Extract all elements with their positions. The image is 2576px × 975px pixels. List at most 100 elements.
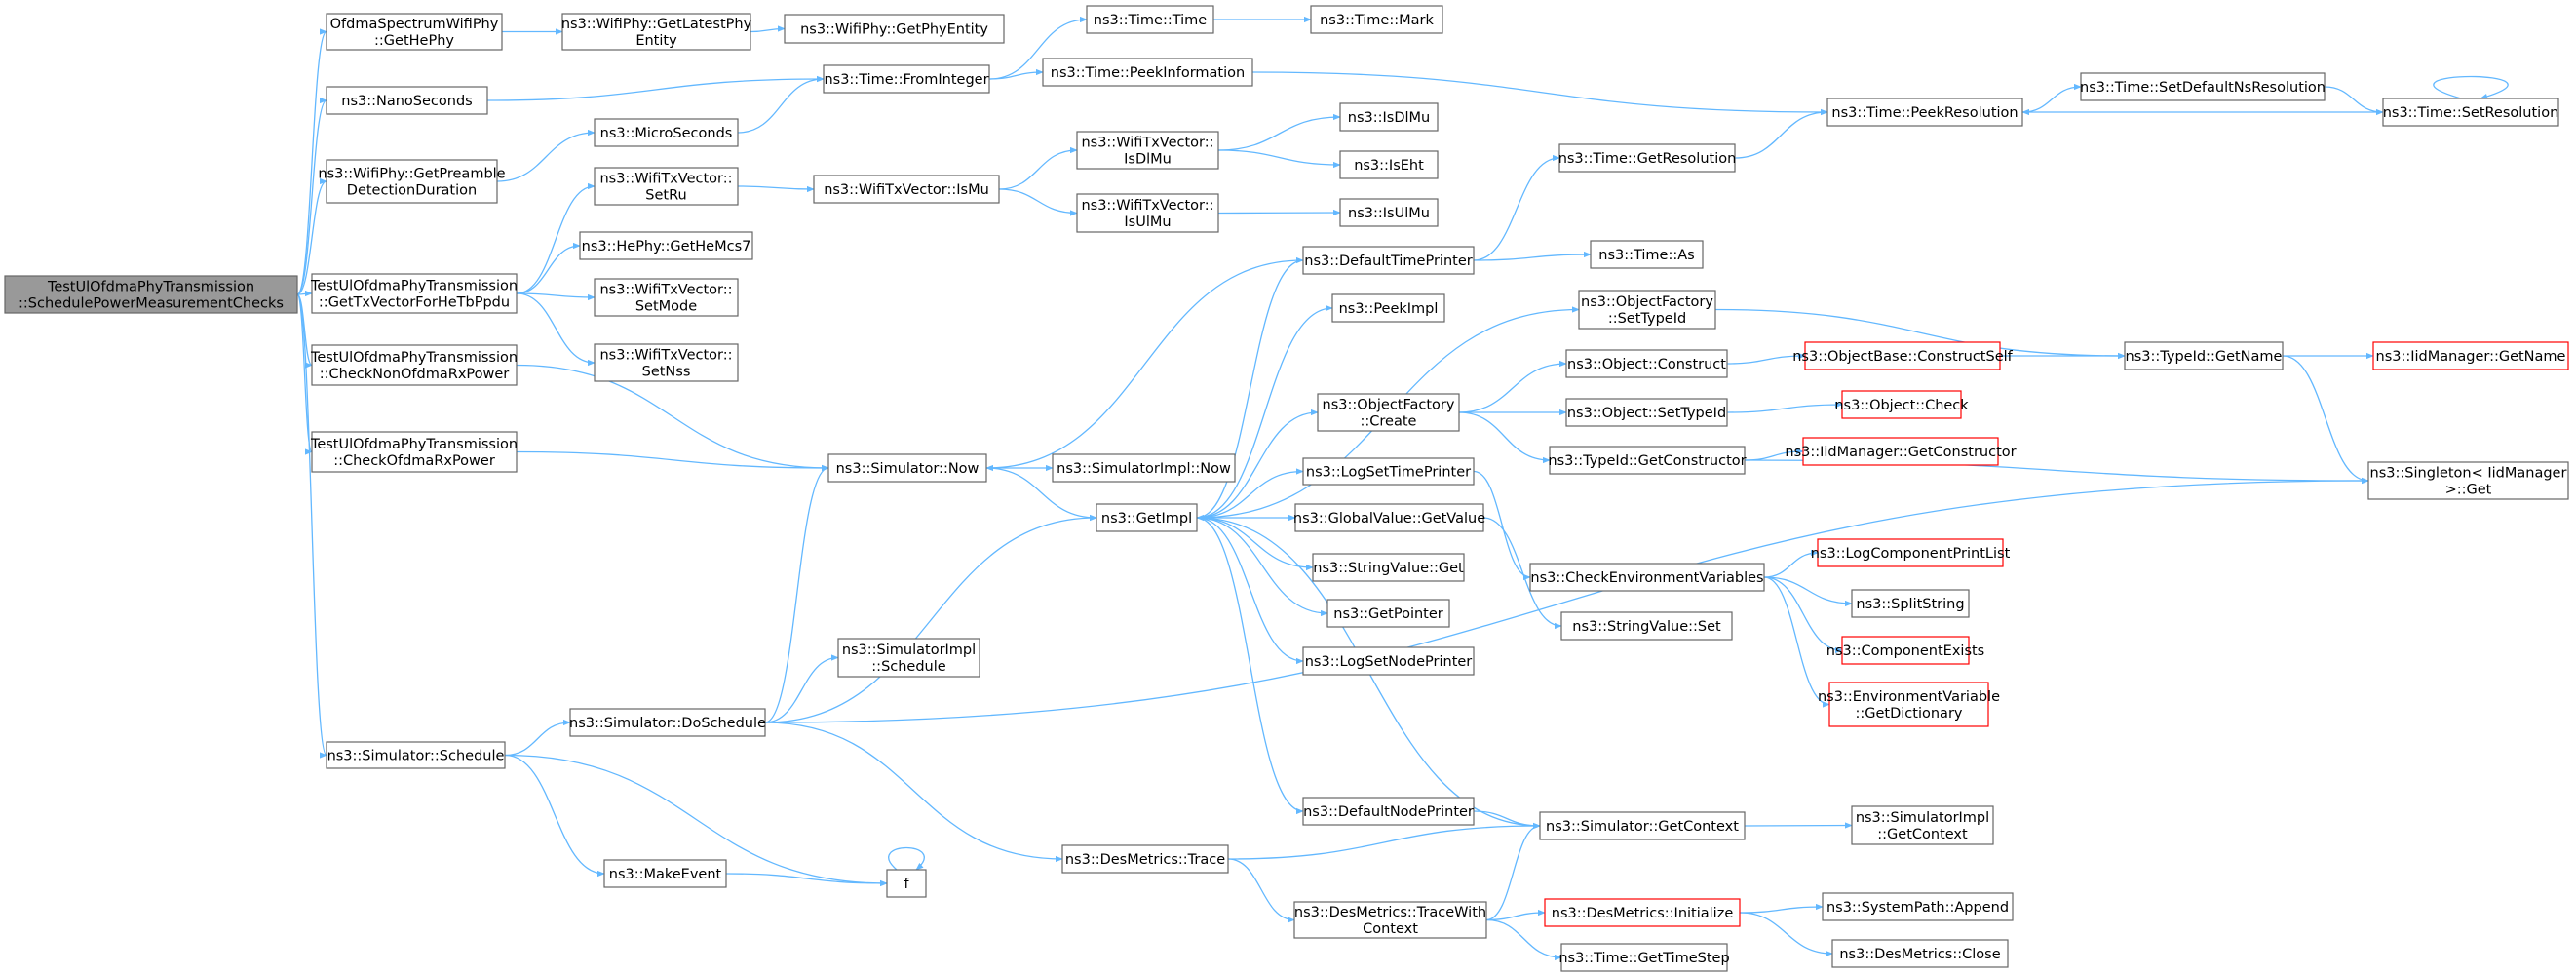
node-label: OfdmaSpectrumWifiPhy <box>330 17 499 32</box>
node-gettimestep[interactable]: ns3::Time::GetTimeStep <box>1558 943 1730 972</box>
node-peekimpl[interactable]: ns3::PeekImpl <box>1331 293 1445 323</box>
node-doschedule[interactable]: ns3::Simulator::DoSchedule <box>569 708 766 737</box>
node-isdlmu[interactable]: ns3::WifiTxVector::IsDlMu <box>1076 131 1219 170</box>
node-box <box>1828 682 1989 727</box>
node-singleton_get[interactable]: ns3::Singleton< IidManager>::Get <box>2367 461 2569 500</box>
node-nanoseconds[interactable]: ns3::NanoSeconds <box>326 86 488 115</box>
edge-root-to-checkofdma <box>296 293 313 455</box>
node-sim_schedule[interactable]: ns3::Simulator::Schedule <box>326 741 506 769</box>
node-obj_settypeid[interactable]: ns3::Object::SetTypeId <box>1565 398 1728 427</box>
node-splitstring[interactable]: ns3::SplitString <box>1851 589 1970 618</box>
edge-line <box>1217 209 1341 216</box>
node-makeevent[interactable]: ns3::MakeEvent <box>603 859 727 888</box>
node-box <box>311 344 518 386</box>
edge-fromint-to-peekinfo <box>988 68 1044 80</box>
node-isulmu[interactable]: ns3::WifiTxVector::IsUlMu <box>1076 193 1219 233</box>
node-microseconds[interactable]: ns3::MicroSeconds <box>594 118 739 147</box>
node-box <box>2382 98 2559 127</box>
edge-checkofdma-to-sim_now <box>516 450 829 472</box>
node-f[interactable]: f <box>886 869 927 898</box>
node-objfact_create[interactable]: ns3::ObjectFactory::Create <box>1317 393 1460 432</box>
node-envvar_dict[interactable]: ns3::EnvironmentVariable::GetDictionary <box>1818 682 2000 727</box>
node-obj_check[interactable]: ns3::Object::Check <box>1834 390 1969 419</box>
node-fromint[interactable]: ns3::Time::FromInteger <box>823 64 990 94</box>
node-simimpl_getctx[interactable]: ns3::SimulatorImpl::GetContext <box>1851 805 1994 845</box>
node-typeid_getctor[interactable]: ns3::TypeId::GetConstructor <box>1548 446 1747 475</box>
node-mark[interactable]: ns3::Time::Mark <box>1310 5 1443 34</box>
node-objbase_construct[interactable]: ns3::ObjectBase::ConstructSelf <box>1792 341 2014 370</box>
node-destrace[interactable]: ns3::DesMetrics::Trace <box>1061 844 1229 874</box>
edge-objfact_settypeid-to-typeid_getname <box>1714 308 2126 360</box>
edge-line <box>988 68 1044 80</box>
node-getphyentity[interactable]: ns3::WifiPhy::GetPhyEntity <box>784 14 1005 44</box>
node-box <box>823 64 990 94</box>
node-setru[interactable]: ns3::WifiTxVector::SetRu <box>594 167 739 206</box>
node-gettxvector[interactable]: TestUlOfdmaPhyTransmission::GetTxVectorF… <box>310 273 518 314</box>
node-getpreamble[interactable]: ns3::WifiPhy::GetPreambleDetectionDurati… <box>318 159 506 204</box>
node-sv_get[interactable]: ns3::StringValue::Get <box>1312 553 1465 582</box>
node-setmode[interactable]: ns3::WifiTxVector::SetMode <box>594 278 739 317</box>
node-objfact_settypeid[interactable]: ns3::ObjectFactory::SetTypeId <box>1578 290 1716 330</box>
node-box <box>311 431 518 473</box>
edge-line <box>2021 83 2082 113</box>
node-box <box>1294 503 1484 532</box>
node-obj_construct[interactable]: ns3::Object::Construct <box>1565 349 1728 378</box>
node-desclose[interactable]: ns3::DesMetrics::Close <box>1831 939 2009 968</box>
edge-f-to-f <box>888 846 925 871</box>
node-time_as[interactable]: ns3::Time::As <box>1590 240 1704 269</box>
node-desinit[interactable]: ns3::DesMetrics::Initialize <box>1544 898 1741 927</box>
edge-peekinfo-to-peekresolution <box>1251 71 1828 116</box>
node-getresolution[interactable]: ns3::Time::GetResolution <box>1558 143 1737 173</box>
node-setresolution[interactable]: ns3::Time::SetResolution <box>2382 98 2559 127</box>
node-simimpl_now[interactable]: ns3::SimulatorImpl::Now <box>1052 453 1236 483</box>
node-time_time[interactable]: ns3::Time::Time <box>1086 5 1214 34</box>
node-defnodeprinter[interactable]: ns3::DefaultNodePrinter <box>1302 797 1475 826</box>
edge-deftimeprinter-to-getresolution <box>1473 154 1560 261</box>
node-label: ::SetTypeId <box>1608 311 1686 327</box>
node-simimpl_schedule[interactable]: ns3::SimulatorImpl::Schedule <box>837 638 980 678</box>
node-getimpl[interactable]: ns3::GetImpl <box>1096 503 1198 532</box>
node-root[interactable]: TestUlOfdmaPhyTransmission::SchedulePowe… <box>4 275 298 314</box>
edge-getimpl-to-sv_get <box>1196 517 1314 571</box>
node-typeid_getname[interactable]: ns3::TypeId::GetName <box>2124 341 2284 370</box>
node-label: ns3::TypeId::GetName <box>2126 349 2283 365</box>
node-iid_getname[interactable]: ns3::IidManager::GetName <box>2372 341 2569 370</box>
edge-line <box>1473 154 1560 261</box>
node-peekinfo[interactable]: ns3::Time::PeekInformation <box>1042 58 1253 87</box>
node-label: ns3::IsUlMu <box>1348 206 1430 221</box>
node-label: ns3::StringValue::Get <box>1313 561 1464 576</box>
node-compexists[interactable]: ns3::ComponentExists <box>1826 636 1985 665</box>
edge-line <box>764 722 1063 863</box>
node-checknonofdma[interactable]: TestUlOfdmaPhyTransmission::CheckNonOfdm… <box>310 344 518 386</box>
node-iid_getctor[interactable]: ns3::IidManager::GetConstructor <box>1785 437 2017 466</box>
node-checkenv[interactable]: ns3::CheckEnvironmentVariables <box>1529 563 1765 592</box>
node-label: TestUlOfdmaPhyTransmission <box>47 280 254 295</box>
node-ismu[interactable]: ns3::WifiTxVector::IsMu <box>813 175 1000 204</box>
node-ns3_isdlmu[interactable]: ns3::IsDlMu <box>1339 102 1439 132</box>
node-label: SetNss <box>642 365 691 380</box>
node-sim_now[interactable]: ns3::Simulator::Now <box>827 453 987 483</box>
node-logsetnode[interactable]: ns3::LogSetNodePrinter <box>1302 646 1475 676</box>
node-logcomplist[interactable]: ns3::LogComponentPrintList <box>1811 538 2011 567</box>
node-ofdma_gethephy[interactable]: OfdmaSpectrumWifiPhy::GetHePhy <box>326 13 503 51</box>
node-sv_set[interactable]: ns3::StringValue::Set <box>1560 611 1733 641</box>
node-sim_getcontext[interactable]: ns3::Simulator::GetContext <box>1539 811 1746 840</box>
node-syspath_append[interactable]: ns3::SystemPath::Append <box>1822 892 2014 921</box>
node-ns3_isulmu[interactable]: ns3::IsUlMu <box>1339 198 1439 227</box>
node-peekresolution[interactable]: ns3::Time::PeekResolution <box>1826 98 2023 127</box>
edge-gettxvector-to-setmode <box>516 292 596 301</box>
node-checkofdma[interactable]: TestUlOfdmaPhyTransmission::CheckOfdmaRx… <box>310 431 518 473</box>
node-getpointer[interactable]: ns3::GetPointer <box>1326 599 1450 628</box>
node-setdefaultns[interactable]: ns3::Time::SetDefaultNsResolution <box>2080 72 2326 101</box>
node-setnss[interactable]: ns3::WifiTxVector::SetNss <box>594 343 739 382</box>
node-gv_getvalue[interactable]: ns3::GlobalValue::GetValue <box>1293 503 1485 532</box>
edge-deftimeprinter-to-time_as <box>1473 251 1592 261</box>
node-getheMcs7[interactable]: ns3::HePhy::GetHeMcs7 <box>579 231 753 260</box>
node-deftimeprinter[interactable]: ns3::DefaultTimePrinter <box>1302 246 1475 275</box>
node-box <box>784 14 1005 44</box>
node-label: ns3::GetPointer <box>1333 606 1443 622</box>
node-iseht[interactable]: ns3::IsEht <box>1339 150 1439 179</box>
node-logsettime[interactable]: ns3::LogSetTimePrinter <box>1302 457 1475 486</box>
